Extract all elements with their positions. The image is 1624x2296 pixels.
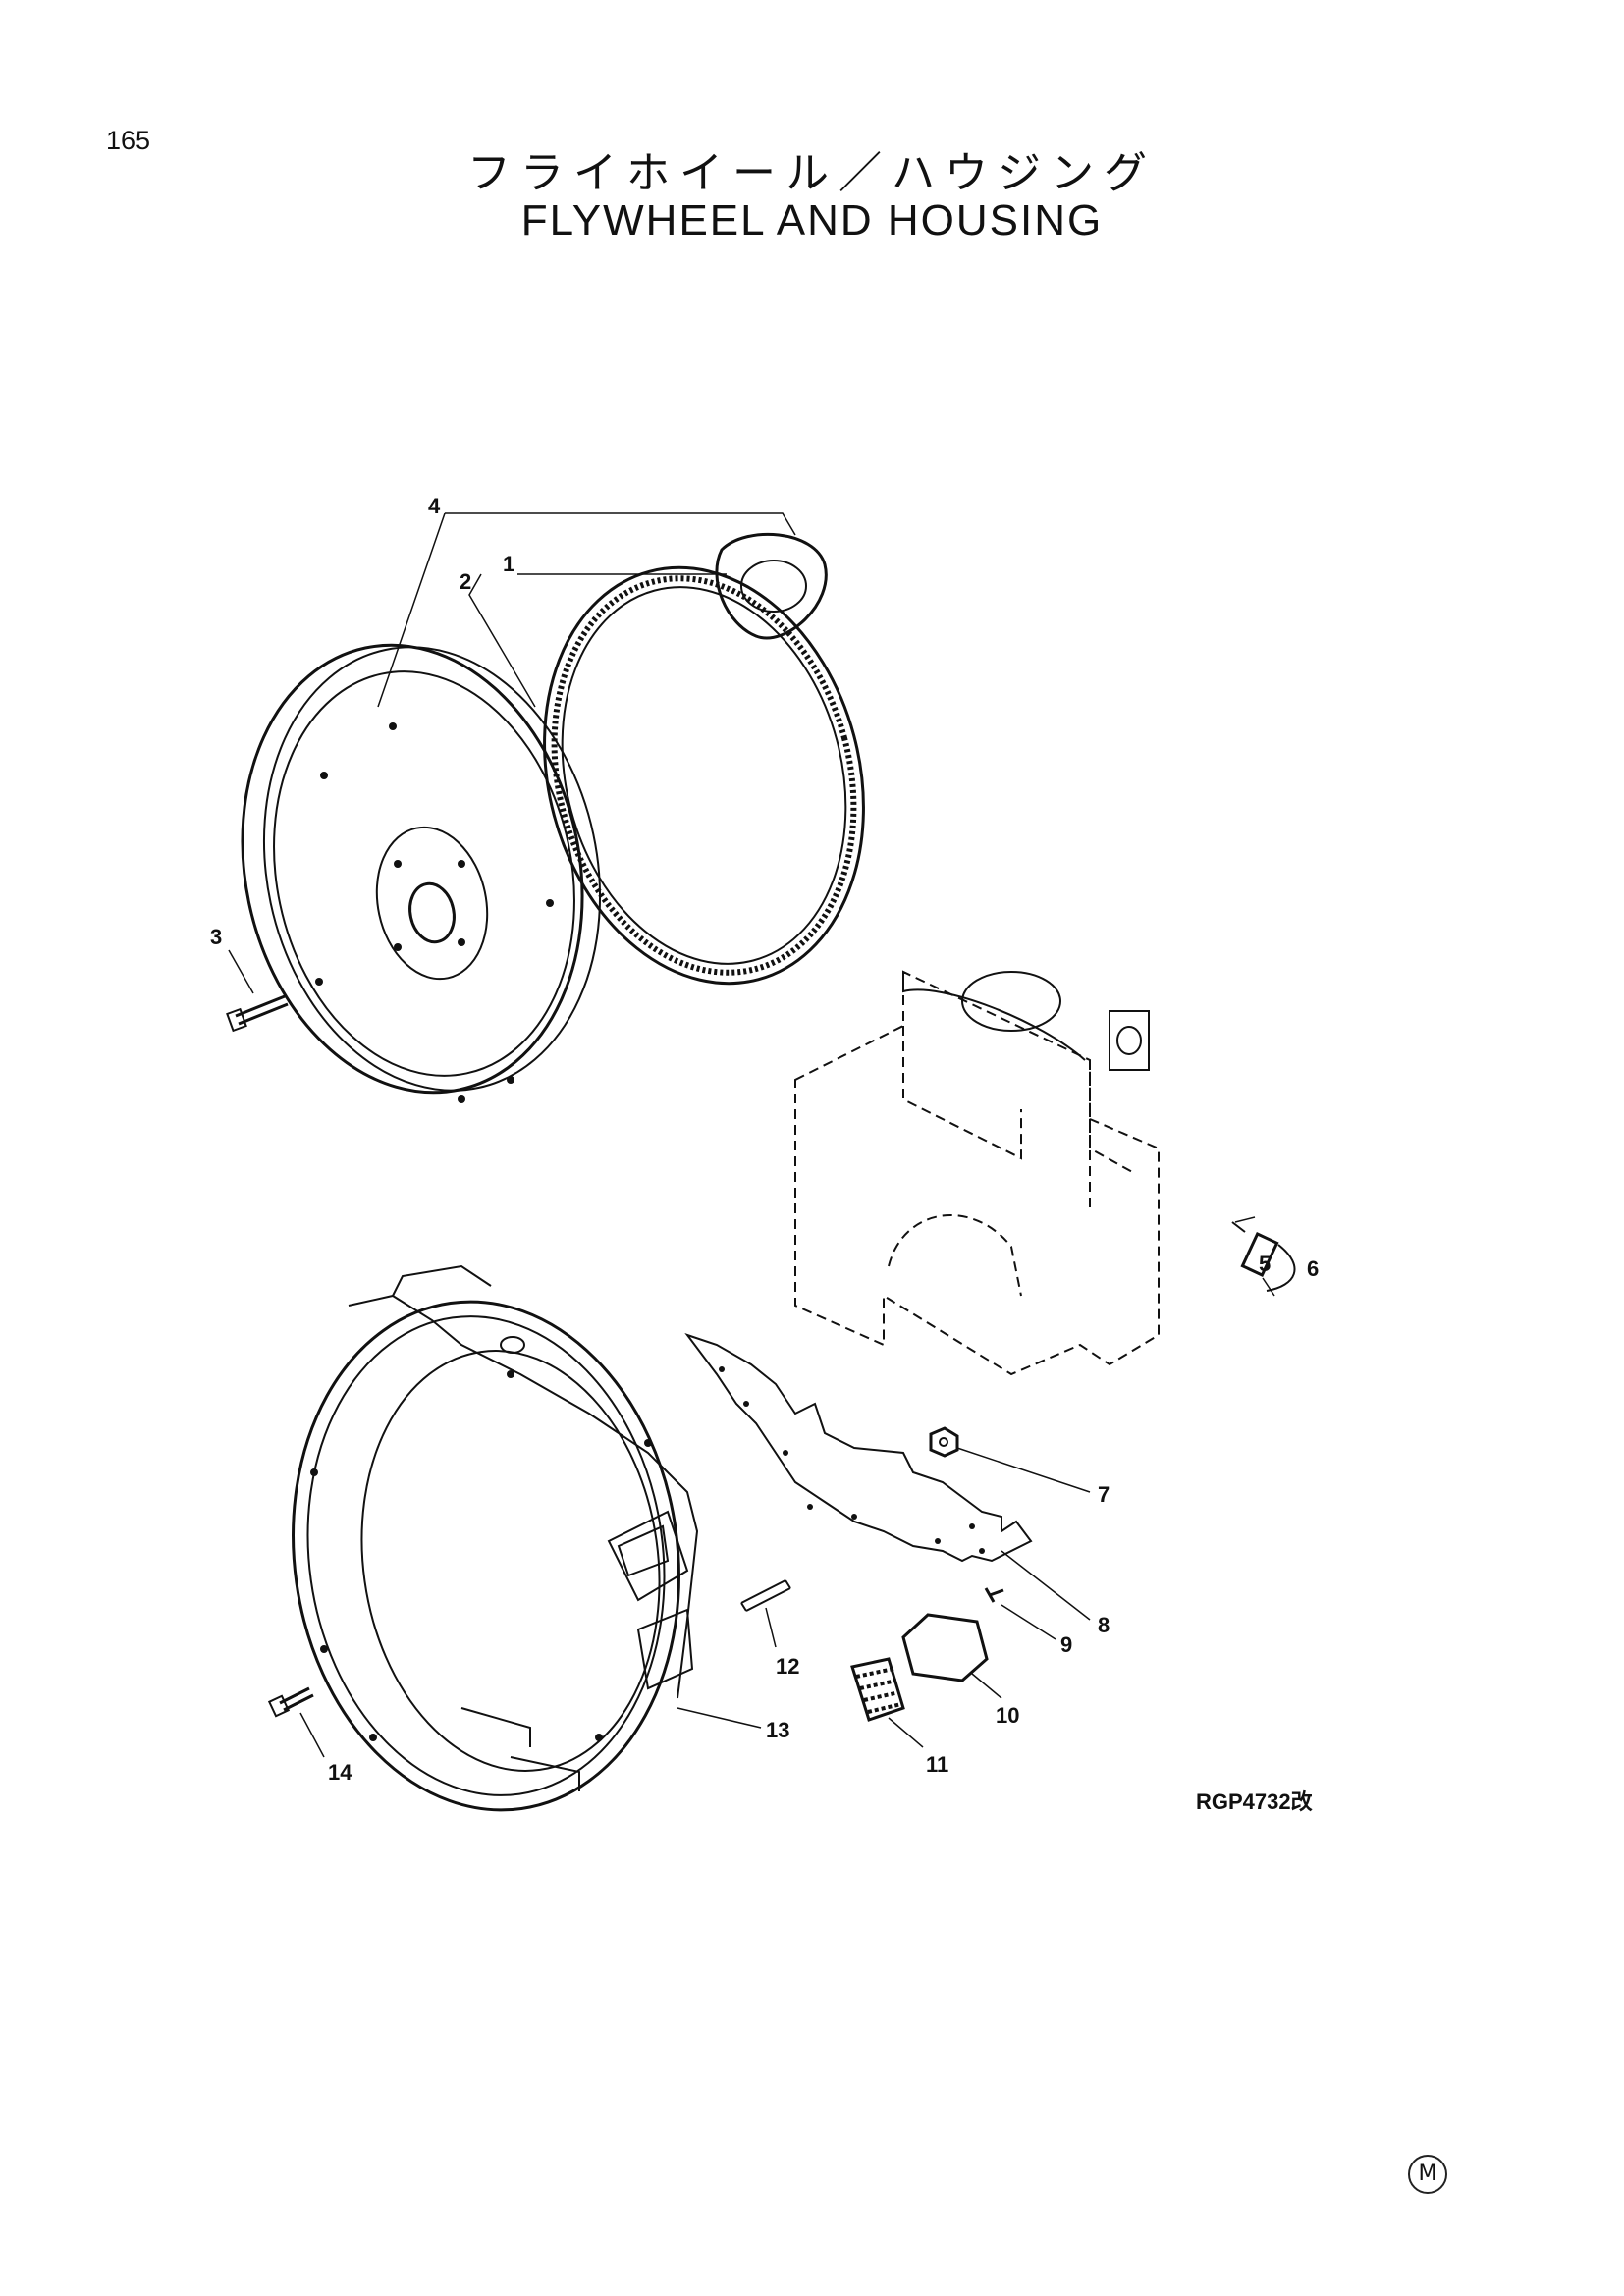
flywheel [241, 643, 602, 1103]
callout-7: 7 [1098, 1482, 1110, 1507]
flywheel-housing [292, 1264, 699, 1812]
callout-5: 5 [1259, 1252, 1271, 1276]
callout-6: 6 [1307, 1256, 1319, 1281]
engine-rear-plate-top [902, 971, 1150, 1071]
callout-2: 2 [460, 569, 471, 594]
page-title-japanese: フライホイール／ハウジング [467, 148, 1157, 198]
page-number: 165 [106, 126, 151, 155]
sensor [1231, 1221, 1279, 1277]
ring-gear [543, 565, 865, 986]
screw-9 [984, 1587, 1004, 1603]
gasket [684, 1333, 1033, 1563]
circled-m-mark: M [1408, 2155, 1447, 2194]
screen [850, 1657, 905, 1722]
callout-1: 1 [503, 552, 514, 576]
callout-3: 3 [210, 925, 222, 949]
cover-plate [901, 1613, 989, 1682]
plate [715, 532, 828, 640]
engine-rear-plate [794, 970, 1160, 1376]
callout-10: 10 [996, 1703, 1019, 1728]
bolt-3 [226, 994, 289, 1033]
callout-8: 8 [1098, 1613, 1110, 1637]
clip [1266, 1244, 1296, 1292]
callout-labels: 1 2 3 4 5 6 7 8 9 10 11 12 13 14 [210, 494, 1319, 1785]
callout-4: 4 [428, 494, 441, 518]
bolt-14 [267, 1686, 314, 1718]
leader-lines [228, 512, 1275, 1758]
nut [929, 1426, 959, 1458]
page-title-english: FLYWHEEL AND HOUSING [520, 196, 1104, 244]
drawing-reference-code: RGP4732改 [1196, 1789, 1313, 1814]
callout-11: 11 [926, 1752, 948, 1777]
callout-14: 14 [328, 1760, 352, 1785]
callout-9: 9 [1060, 1632, 1072, 1657]
callout-12: 12 [776, 1654, 799, 1679]
dowel-pin [740, 1579, 791, 1612]
callout-13: 13 [766, 1718, 789, 1742]
